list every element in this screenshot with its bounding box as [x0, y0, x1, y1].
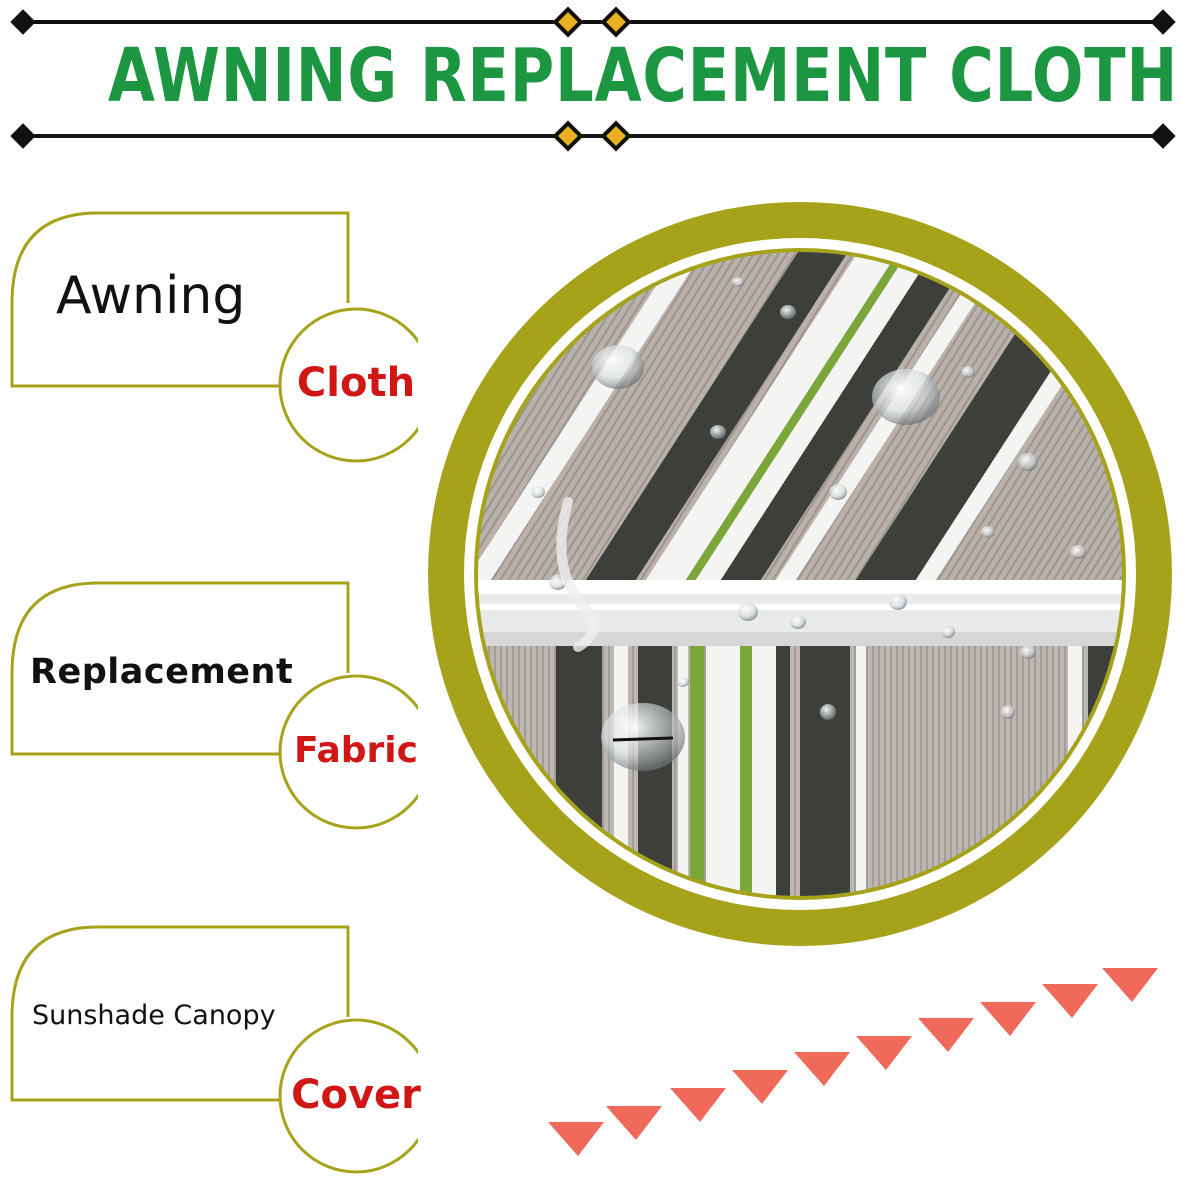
callout-awning-cloth: Awning Cloth: [8, 208, 418, 468]
fabric-swatch-image: [428, 202, 1172, 946]
callout-frame: [10, 581, 418, 830]
callout-frame: [10, 211, 418, 463]
chevron-arrow-icon: [856, 1036, 912, 1070]
chevron-arrow-icon: [670, 1088, 726, 1122]
banner-top-line: [30, 20, 1165, 24]
callout-frame: [10, 925, 418, 1174]
callout-main-label: Sunshade Canopy: [32, 1000, 276, 1031]
callout-main-label: Replacement: [30, 652, 294, 692]
callout-sub-label: Cover: [291, 1072, 421, 1118]
callout-replacement-fabric: Replacement Fabric: [8, 578, 418, 838]
callout-sub-label: Cloth: [296, 360, 416, 406]
water-droplets: [531, 277, 1086, 778]
chevron-arrow-icon: [606, 1106, 662, 1140]
diamond-right-bottom: [1150, 123, 1176, 149]
chevron-arrow-icon: [980, 1002, 1036, 1036]
diamond-left-top: [10, 9, 36, 35]
chevron-arrow-icon: [1042, 984, 1098, 1018]
diamond-right-top: [1150, 9, 1176, 35]
chevron-arrows-decoration: [548, 968, 1158, 1156]
chevron-arrow-icon: [548, 1122, 604, 1156]
chevron-arrow-icon: [794, 1052, 850, 1086]
callout-sunshade-canopy-cover: Sunshade Canopy Cover: [8, 922, 421, 1182]
callout-sub-label: Fabric: [294, 730, 418, 771]
page-title: AWNING REPLACEMENT CLOTH: [108, 33, 1179, 119]
chevron-arrow-icon: [918, 1018, 974, 1052]
chevron-arrow-icon: [732, 1070, 788, 1104]
bead-bottom-1: [552, 120, 584, 152]
diamond-left-bottom: [10, 123, 36, 149]
chevron-arrow-icon: [1102, 968, 1158, 1002]
callout-main-label: Awning: [56, 266, 246, 326]
bead-bottom-2: [600, 120, 632, 152]
banner-bottom-line: [30, 134, 1165, 138]
